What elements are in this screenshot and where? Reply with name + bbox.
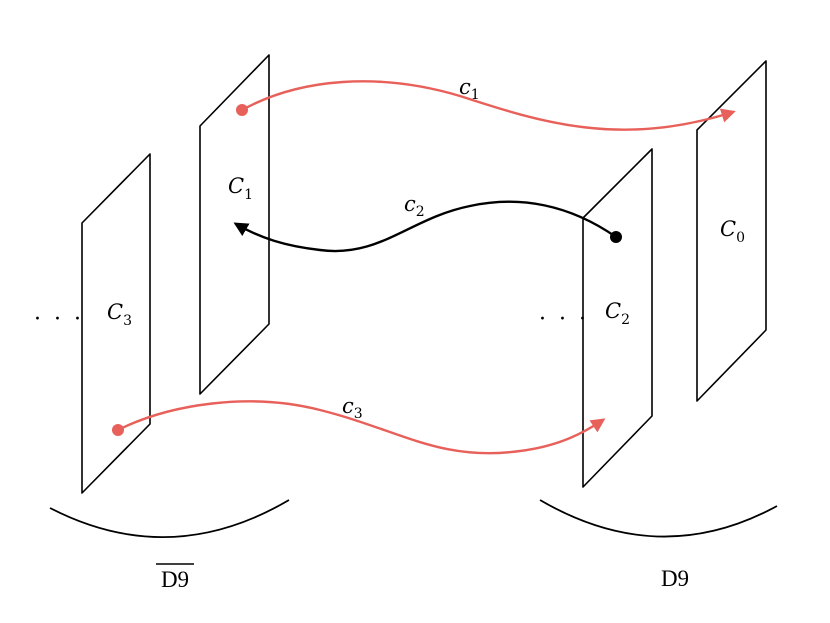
label-string-c2: c2 bbox=[404, 192, 425, 220]
label-string-c1: c1 bbox=[459, 75, 480, 103]
string-c1-start-dot bbox=[236, 104, 248, 116]
plane-c0 bbox=[696, 60, 767, 402]
group-label-right: D9 bbox=[661, 566, 689, 591]
label-string-c3: c3 bbox=[342, 394, 363, 422]
string-c1 bbox=[240, 80, 736, 131]
string-c3 bbox=[116, 400, 606, 455]
plane-c3 bbox=[81, 153, 151, 494]
brace-left bbox=[49, 499, 290, 539]
label-c1: C1 bbox=[228, 174, 253, 203]
string-c2-start-dot bbox=[610, 231, 622, 243]
string-c3-start-dot bbox=[112, 424, 124, 436]
plane-c1 bbox=[199, 54, 270, 395]
label-c3: C3 bbox=[107, 300, 132, 329]
brace-right bbox=[539, 499, 778, 538]
string-c2 bbox=[233, 200, 618, 253]
ellipsis-right: · · · bbox=[539, 307, 589, 332]
label-c0: C0 bbox=[720, 217, 745, 246]
plane-c2 bbox=[582, 148, 653, 488]
group-label-left: D9 bbox=[161, 567, 189, 592]
label-c2: C2 bbox=[605, 299, 630, 328]
ellipsis-left: · · · bbox=[34, 307, 84, 332]
